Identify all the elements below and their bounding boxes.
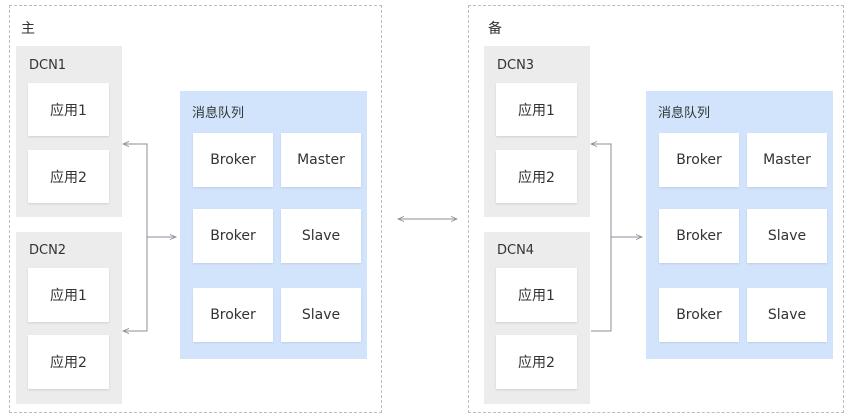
mq-backup-role-2: Slave [747, 209, 827, 263]
dcn3-label: DCN3 [497, 58, 535, 73]
dcn3-app2: 应用2 [496, 150, 577, 203]
mq-backup-broker-2: Broker [659, 209, 739, 263]
mq-primary-broker-3: Broker [193, 288, 273, 342]
dcn2-label: DCN2 [29, 243, 67, 258]
mq-backup-broker-1: Broker [659, 133, 739, 187]
mq-backup-role-3: Slave [747, 288, 827, 342]
dcn3-app1: 应用1 [496, 83, 577, 136]
mq-primary-role-3: Slave [281, 288, 361, 342]
mq-primary-role-1: Master [281, 133, 361, 187]
mq-backup-label: 消息队列 [658, 106, 711, 121]
dcn4-label: DCN4 [497, 243, 535, 258]
mq-primary-broker-2: Broker [193, 209, 273, 263]
mq-primary-label: 消息队列 [192, 106, 245, 121]
dcn1-app1: 应用1 [28, 83, 109, 136]
dcn1-label: DCN1 [29, 58, 67, 73]
dcn4-app2: 应用2 [496, 335, 577, 389]
dcn2-app1: 应用1 [28, 268, 109, 322]
mq-backup-broker-3: Broker [659, 288, 739, 342]
dcn4-app1: 应用1 [496, 268, 577, 322]
mq-primary-role-2: Slave [281, 209, 361, 263]
dcn2-app2: 应用2 [28, 335, 109, 389]
mq-backup-role-1: Master [747, 133, 827, 187]
dcn1-app2: 应用2 [28, 150, 109, 203]
site-backup-label: 备 [488, 21, 502, 37]
site-primary-label: 主 [21, 21, 35, 37]
mq-primary-broker-1: Broker [193, 133, 273, 187]
